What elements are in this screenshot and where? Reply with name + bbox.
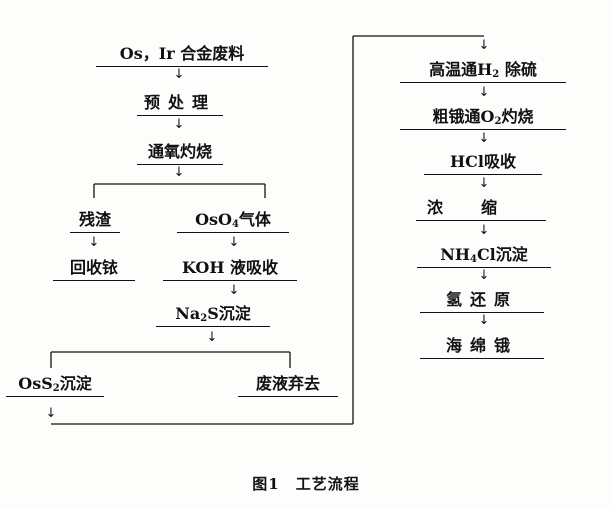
h2-prefix: 高温通H [429, 60, 493, 79]
node-hcl-absorption-text: HCl吸收 [450, 152, 516, 171]
node-sponge-osmium: 海绵锇 [420, 334, 544, 359]
oss2-formula: OsS [18, 374, 53, 393]
arrow-oso4-to-koh: ↓ [228, 235, 240, 250]
oso4-suffix: 气体 [238, 210, 271, 229]
node-hcl-absorption: HCl吸收 [424, 150, 542, 175]
na2s-subscript: 2 [200, 313, 208, 324]
node-oxygen-burning-text: 通氧灼烧 [147, 142, 212, 161]
oss2-suffix: 沉淀 [59, 374, 92, 393]
arrow-h2-to-crude: ↓ [478, 85, 490, 100]
arrow-concentrate-to-nh4cl: ↓ [478, 223, 490, 238]
figure-caption: 图1 工艺流程 [252, 475, 360, 493]
node-hydrogen-reduction: 氢还原 [420, 288, 544, 313]
node-alloy-scrap: Os，Ir 合金废料 [96, 42, 268, 67]
node-residue-text: 残渣 [78, 210, 111, 229]
node-koh-absorption-text: KOH 液吸收 [181, 258, 279, 277]
node-oss2-precipitate: OsS2沉淀 [6, 372, 104, 397]
crude-os-prefix: 粗锇通O [432, 107, 495, 126]
arrow-h-reduce-to-sponge: ↓ [478, 313, 490, 328]
node-concentration-text: 浓缩 [426, 198, 535, 217]
arrow-na2s-to-split: ↓ [206, 330, 218, 345]
node-hydrogen-reduction-text: 氢还原 [445, 290, 518, 309]
node-waste-liquid: 废液弃去 [238, 372, 338, 397]
arrow-alloy-to-pretreat: ↓ [173, 67, 185, 82]
node-h2-desulfurization: 高温通H2 除硫 [400, 58, 566, 83]
node-koh-absorption: KOH 液吸收 [163, 256, 297, 281]
node-waste-liquid-text: 废液弃去 [255, 374, 320, 393]
crude-os-suffix: 灼烧 [501, 107, 534, 126]
arrow-nh4cl-to-h-reduce: ↓ [478, 268, 490, 283]
oss2-subscript: 2 [52, 383, 60, 394]
node-pretreatment-text: 预处理 [143, 93, 216, 112]
nh4cl-suffix: Cl沉淀 [476, 245, 528, 264]
oso4-subscript: 4 [231, 219, 239, 230]
node-oxygen-burning: 通氧灼烧 [137, 140, 223, 165]
h2-subscript: 2 [492, 69, 500, 80]
node-concentration: 浓缩 [416, 196, 546, 221]
node-pretreatment: 预处理 [137, 91, 223, 116]
o2-subscript: 2 [494, 116, 502, 127]
node-na2s-precipitation: Na2S沉淀 [156, 302, 270, 327]
node-crude-os-burning: 粗锇通O2灼烧 [400, 105, 566, 130]
h2-suffix: 除硫 [499, 60, 537, 79]
na2s-suffix: S沉淀 [207, 304, 251, 323]
arrow-hcl-to-concentrate: ↓ [478, 176, 490, 191]
node-recover-iridium: 回收铱 [53, 256, 135, 281]
na2s-formula: Na [175, 304, 201, 323]
node-oso4-gas: OsO4气体 [177, 208, 289, 233]
node-residue: 残渣 [70, 208, 120, 233]
arrow-pretreat-to-burn: ↓ [173, 117, 185, 132]
node-recover-iridium-text: 回收铱 [69, 258, 118, 277]
node-alloy-text: Os，Ir 合金废料 [119, 44, 245, 63]
arrow-burn-to-split: ↓ [173, 165, 185, 180]
arrow-residue-to-ir: ↓ [88, 235, 100, 250]
nh4cl-prefix: NH [440, 245, 470, 264]
arrow-koh-to-na2s: ↓ [228, 283, 240, 298]
nh4-subscript: 4 [469, 254, 477, 265]
node-sponge-osmium-text: 海绵锇 [445, 336, 518, 355]
node-nh4cl-precipitation: NH4Cl沉淀 [417, 243, 551, 268]
arrow-crude-to-hcl: ↓ [478, 131, 490, 146]
oso4-formula: OsO [195, 210, 232, 229]
arrow-enter-right-column: ↓ [478, 38, 490, 53]
arrow-oss2-down: ↓ [45, 406, 57, 421]
